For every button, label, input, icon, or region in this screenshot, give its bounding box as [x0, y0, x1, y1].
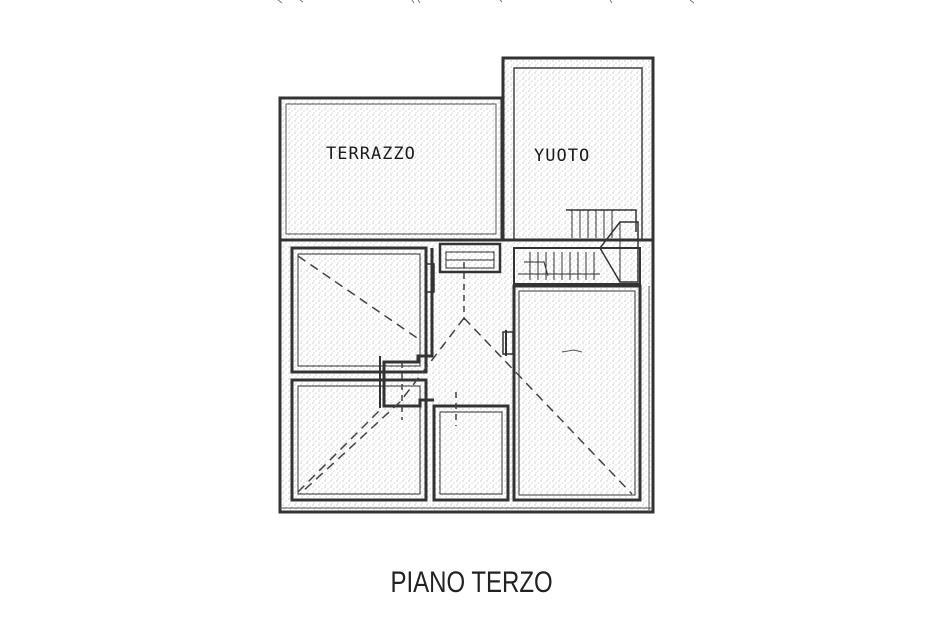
main-floor [278, 238, 655, 514]
terrace-label: TERRAZZO [326, 144, 416, 164]
room-center-bottom [432, 392, 510, 502]
room-left-bottom [290, 378, 428, 502]
void-label: YUOTO [534, 146, 590, 166]
staircase [513, 209, 641, 285]
closet [425, 242, 502, 293]
header-remnant [277, 0, 695, 4]
central-hall [299, 248, 633, 495]
room-left-top [290, 246, 428, 374]
terrace-room [278, 96, 504, 242]
room-right [502, 284, 642, 502]
page-title: PIANO TERZO [390, 566, 553, 599]
